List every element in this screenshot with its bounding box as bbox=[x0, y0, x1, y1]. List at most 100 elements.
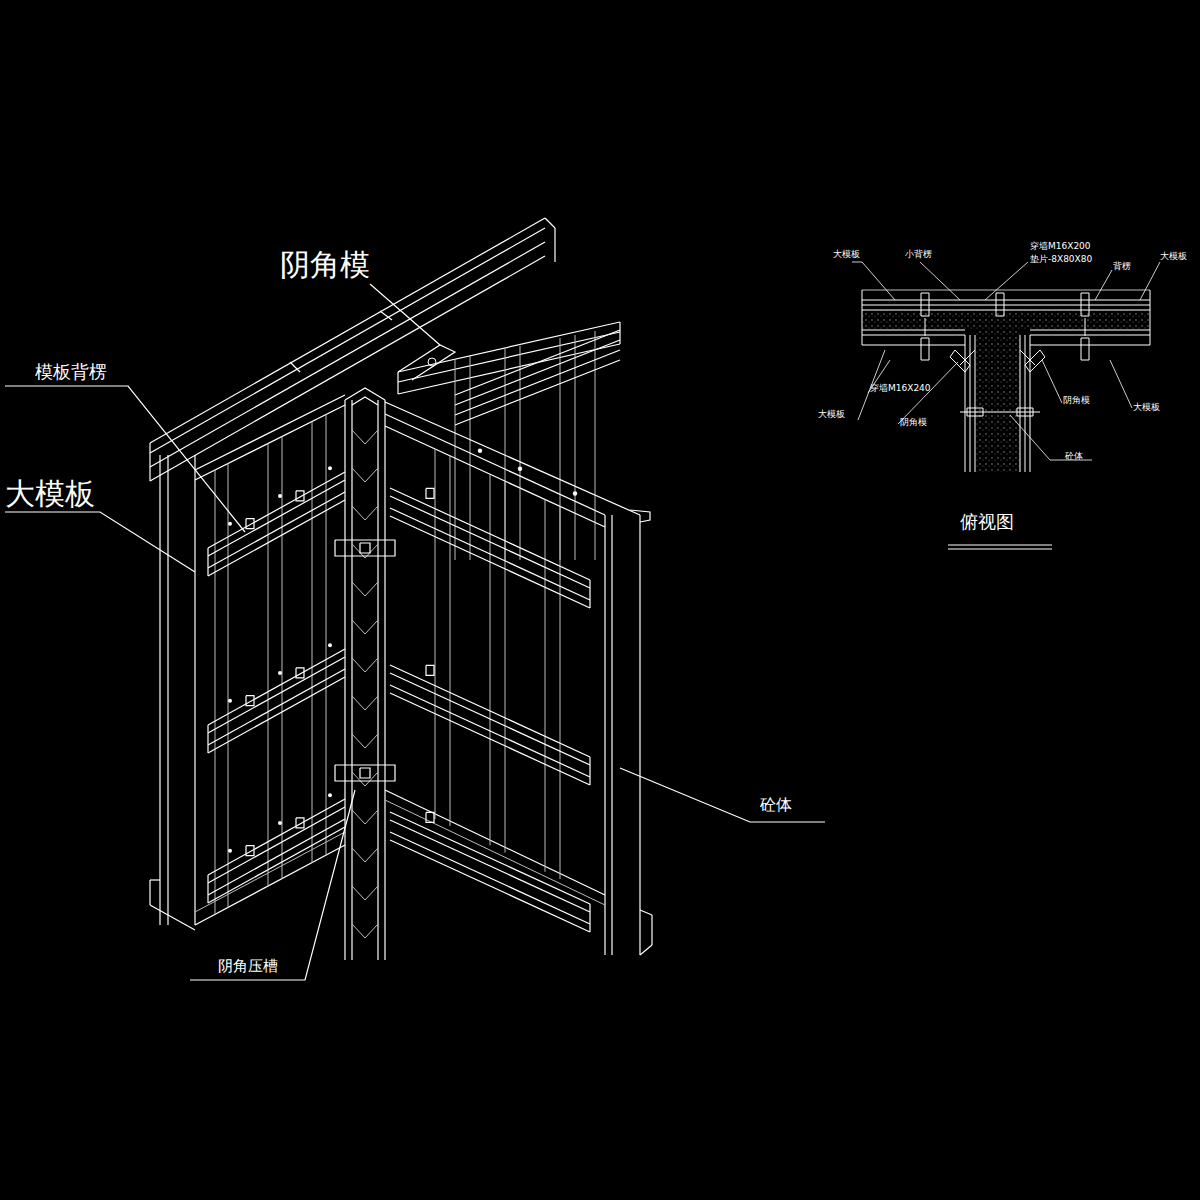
drawing-line bbox=[450, 456, 451, 826]
part-label: 阴角模 bbox=[280, 248, 370, 281]
drawing-line bbox=[351, 400, 352, 960]
drawing-line bbox=[370, 284, 440, 345]
drawing-line bbox=[352, 620, 378, 634]
drawing-line bbox=[862, 330, 965, 331]
drawing-line bbox=[380, 311, 392, 320]
drawing-line bbox=[595, 331, 596, 560]
drawing-line bbox=[352, 430, 378, 444]
drawing-line bbox=[455, 359, 456, 560]
drawing-line bbox=[208, 492, 345, 568]
drawing-line bbox=[470, 356, 471, 560]
drawing-line bbox=[1150, 290, 1151, 345]
drawing-line bbox=[862, 290, 1150, 291]
drawing-line bbox=[1030, 345, 1150, 346]
section-label: 大模板 bbox=[1160, 252, 1187, 262]
drawing-line bbox=[5, 386, 245, 532]
drawing-line bbox=[640, 910, 652, 915]
drawing-line bbox=[208, 472, 345, 548]
bolt-hole bbox=[278, 821, 282, 825]
drawing-line bbox=[426, 488, 434, 498]
drawing-line bbox=[455, 360, 620, 425]
section-label: 砼体 bbox=[1065, 452, 1083, 462]
part-label: 俯视图 bbox=[960, 512, 1014, 532]
drawing-line bbox=[150, 905, 195, 930]
drawing-line bbox=[862, 305, 1150, 306]
drawing-line bbox=[390, 673, 590, 765]
drawing-line bbox=[640, 945, 652, 955]
drawing-line bbox=[639, 515, 640, 955]
drawing-line bbox=[208, 819, 345, 895]
drawing-line bbox=[862, 345, 965, 346]
drawing-line bbox=[207, 875, 208, 903]
drawing-line bbox=[335, 540, 395, 556]
part-label: 模板背楞 bbox=[35, 362, 107, 382]
drawing-line bbox=[195, 395, 345, 470]
bolt-hole bbox=[228, 522, 232, 526]
drawing-line bbox=[975, 335, 976, 472]
drawing-line bbox=[1030, 335, 1031, 472]
drawing-line bbox=[390, 508, 590, 600]
drawing-line bbox=[159, 455, 160, 925]
drawing-line bbox=[545, 218, 555, 228]
bolt-hole bbox=[328, 643, 332, 647]
concrete-section bbox=[862, 310, 1150, 472]
drawing-line bbox=[149, 880, 150, 905]
drawing-line bbox=[150, 218, 545, 443]
part-label: 阴角压槽 bbox=[218, 958, 278, 975]
drawing-line bbox=[1095, 270, 1112, 300]
drawing-line bbox=[398, 332, 620, 382]
drawing-line bbox=[862, 310, 1150, 311]
drawing-line bbox=[246, 696, 254, 706]
drawing-line bbox=[228, 464, 229, 908]
section-label: 穿墙M16X240 bbox=[870, 384, 931, 394]
drawing-line bbox=[390, 840, 590, 932]
drawing-line bbox=[352, 468, 378, 482]
drawing-line bbox=[352, 772, 378, 786]
drawing-line bbox=[208, 807, 345, 883]
drawing-line bbox=[190, 790, 355, 980]
drawing-line bbox=[390, 812, 590, 904]
drawing-line bbox=[554, 228, 555, 262]
drawing-line bbox=[149, 443, 150, 481]
bolt-hole bbox=[228, 699, 232, 703]
drawing-line bbox=[455, 350, 620, 415]
drawing-line bbox=[360, 768, 370, 778]
drawing-line bbox=[398, 322, 620, 372]
drawing-line bbox=[194, 455, 195, 925]
bolt-hole bbox=[328, 793, 332, 797]
drawing-line bbox=[1020, 335, 1021, 472]
drawing-line bbox=[384, 400, 385, 960]
drawing-line bbox=[520, 346, 521, 560]
part-label: 大模板 bbox=[5, 477, 95, 510]
drawing-line bbox=[215, 470, 216, 914]
drawing-line bbox=[335, 765, 395, 781]
part-label: 砼体 bbox=[760, 796, 792, 814]
drawing-line bbox=[390, 665, 590, 757]
drawing-line bbox=[960, 412, 1040, 413]
bolt-hole bbox=[518, 467, 522, 471]
drawing-line bbox=[385, 402, 640, 515]
drawing-line bbox=[195, 405, 345, 480]
drawing-line bbox=[1030, 335, 1150, 336]
drawing-line bbox=[490, 474, 491, 845]
section-label: 阴角模 bbox=[900, 418, 927, 428]
drawing-line bbox=[208, 669, 345, 745]
drawing-line bbox=[1081, 293, 1089, 316]
drawing-line bbox=[208, 827, 345, 903]
drawing-line bbox=[589, 757, 590, 785]
drawing-line bbox=[326, 415, 327, 856]
drawing-line bbox=[960, 350, 975, 365]
drawing-line bbox=[1140, 262, 1160, 300]
drawing-line bbox=[352, 848, 378, 862]
drawing-line bbox=[360, 543, 370, 553]
drawing-line bbox=[352, 397, 378, 405]
drawing-line bbox=[390, 496, 590, 588]
drawing-line bbox=[862, 300, 1150, 301]
drawing-line bbox=[390, 832, 590, 924]
drawing-line bbox=[1030, 330, 1150, 331]
drawing-line bbox=[5, 512, 195, 572]
drawing-line bbox=[195, 832, 345, 912]
bolt-hole bbox=[278, 671, 282, 675]
drawing-line bbox=[268, 444, 269, 887]
